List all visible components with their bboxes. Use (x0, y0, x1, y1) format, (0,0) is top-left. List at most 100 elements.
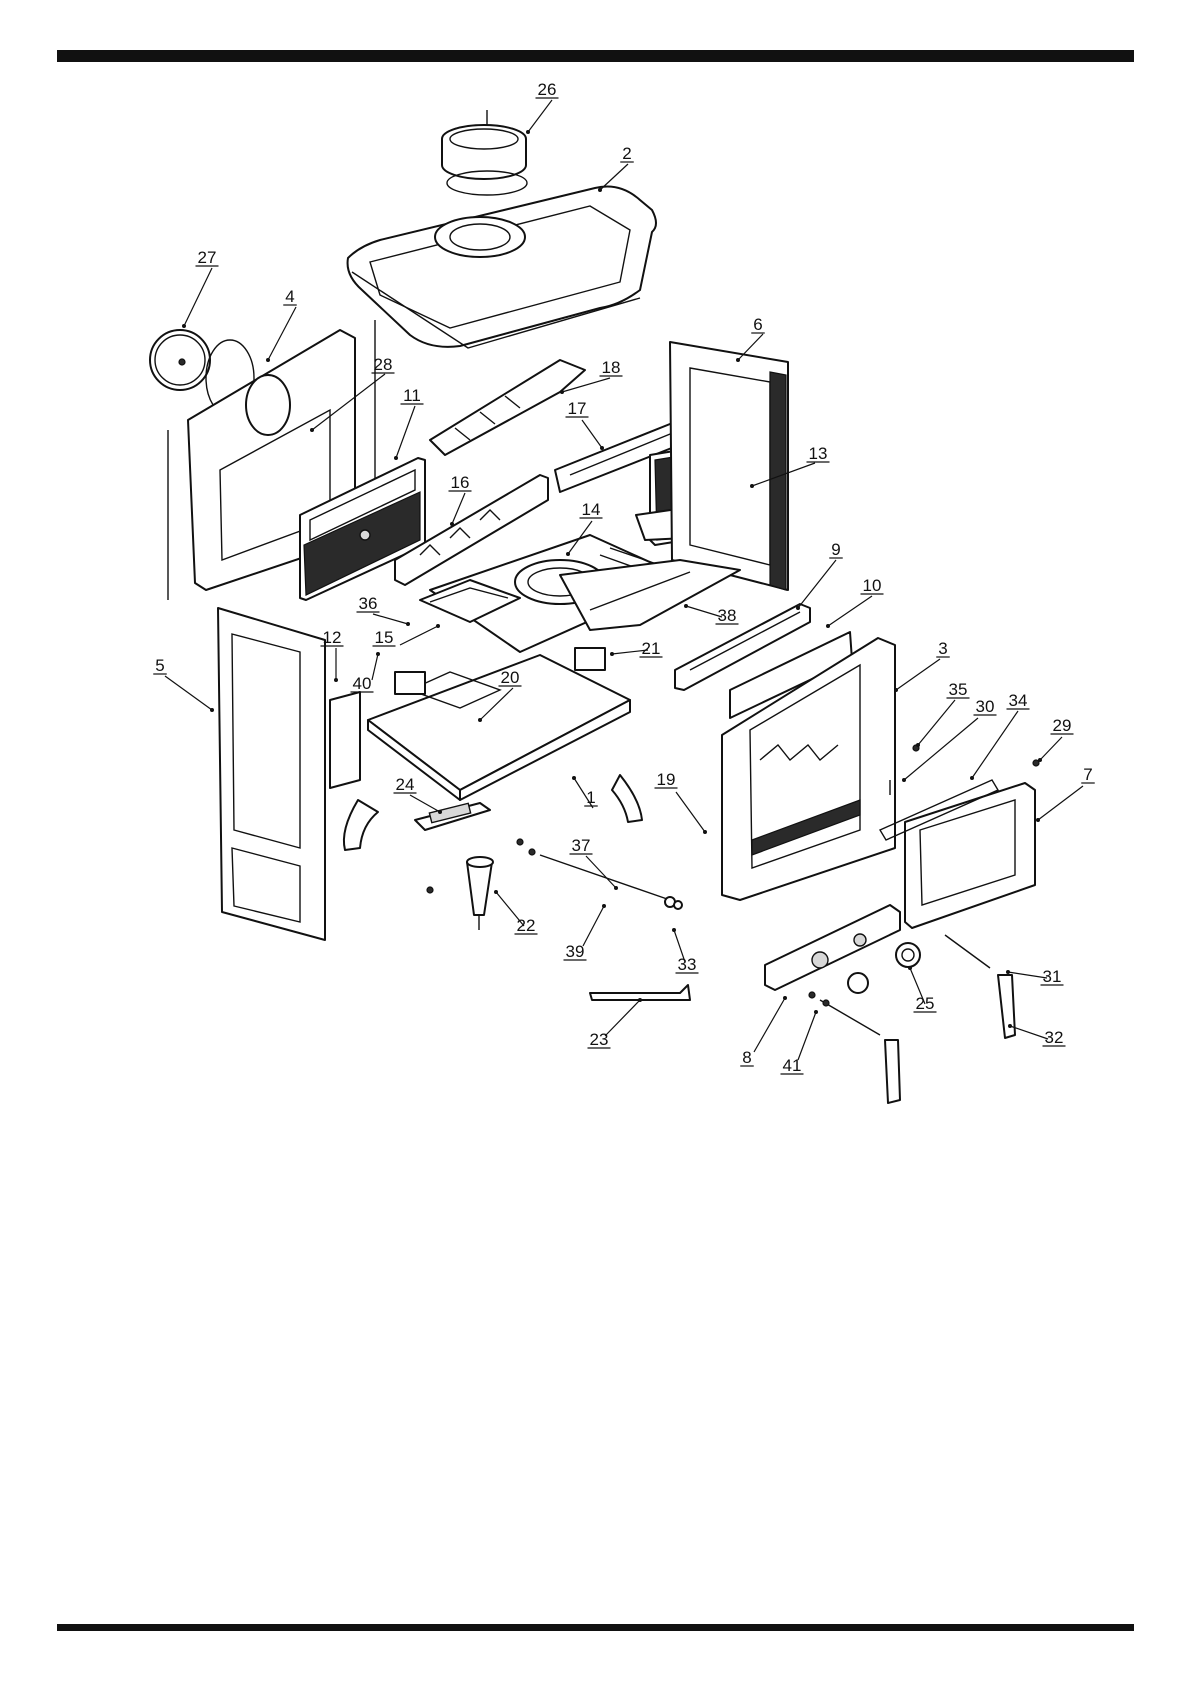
callout-number: 40 (353, 674, 372, 693)
callout-arrowhead (182, 324, 186, 328)
callout-7: 7 (1036, 765, 1095, 822)
callout-arrowhead (478, 718, 482, 722)
callout-number: 18 (602, 358, 621, 377)
callout-leader-line (373, 614, 408, 624)
callout-number: 36 (359, 594, 378, 613)
callout-22: 22 (494, 890, 538, 935)
grate-tool-part (590, 985, 690, 1000)
right-side-panel-part (670, 342, 788, 590)
callout-number: 7 (1083, 765, 1092, 784)
callout-number: 6 (753, 315, 762, 334)
callout-36: 36 (357, 594, 411, 626)
baffle-part (430, 360, 585, 455)
callout-leader-line (798, 560, 836, 608)
callout-number: 17 (568, 399, 587, 418)
callout-17: 17 (566, 399, 605, 450)
callout-arrowhead (750, 484, 754, 488)
callout-number: 29 (1053, 716, 1072, 735)
callout-leader-line (372, 654, 378, 680)
callout-arrowhead (638, 998, 642, 1002)
callout-number: 21 (642, 639, 661, 658)
callout-number: 9 (831, 540, 840, 559)
callout-37: 37 (570, 836, 619, 890)
callout-leader-line (972, 711, 1018, 778)
callout-arrowhead (602, 904, 606, 908)
callout-23: 23 (588, 998, 643, 1049)
callout-leader-line (1040, 737, 1062, 760)
callout-arrowhead (310, 428, 314, 432)
callout-leader-line (400, 626, 438, 645)
callout-leader-line (396, 406, 415, 458)
callout-number: 22 (517, 916, 536, 935)
callout-number: 12 (323, 628, 342, 647)
left-side-panel-part (218, 608, 360, 940)
callout-30: 30 (902, 697, 997, 782)
callout-number: 2 (622, 144, 631, 163)
callout-41: 41 (781, 1010, 819, 1075)
callout-number: 4 (285, 287, 294, 306)
callout-number: 28 (374, 355, 393, 374)
callout-arrowhead (614, 886, 618, 890)
callout-number: 25 (916, 994, 935, 1013)
callout-arrowhead (1036, 818, 1040, 822)
callout-arrowhead (560, 390, 564, 394)
callout-number: 35 (949, 680, 968, 699)
callout-arrowhead (376, 652, 380, 656)
callout-number: 11 (403, 386, 421, 405)
callout-number: 23 (590, 1030, 609, 1049)
callout-leader-line (583, 906, 604, 946)
callout-arrowhead (814, 1010, 818, 1014)
callout-number: 14 (582, 500, 601, 519)
callout-arrowhead (572, 776, 576, 780)
callout-arrowhead (916, 743, 920, 747)
callout-2: 2 (598, 144, 634, 192)
callout-number: 13 (809, 444, 828, 463)
callout-leader-line (1038, 786, 1083, 820)
callout-leader-line (896, 659, 940, 690)
callout-1: 1 (572, 776, 598, 808)
callout-leader-line (1008, 972, 1047, 978)
blanking-plate-part (150, 330, 210, 390)
callout-arrowhead (436, 624, 440, 628)
callout-5: 5 (153, 656, 214, 712)
callout-number: 27 (198, 248, 217, 267)
top-plate-part (348, 187, 656, 349)
callout-19: 19 (655, 770, 708, 834)
callout-arrowhead (736, 358, 740, 362)
callout-leader-line (676, 792, 705, 832)
callout-arrowhead (684, 604, 688, 608)
callout-leader-line (268, 307, 296, 360)
callout-number: 31 (1043, 967, 1062, 986)
callout-arrowhead (902, 778, 906, 782)
callout-leader-line (184, 268, 212, 326)
callout-number: 37 (572, 836, 591, 855)
callout-4: 4 (266, 287, 297, 362)
callout-25: 25 (908, 966, 937, 1013)
callout-39: 39 (564, 904, 607, 961)
callout-arrowhead (826, 624, 830, 628)
callout-arrowhead (406, 622, 410, 626)
callout-arrowhead (394, 456, 398, 460)
callout-leader-line (165, 676, 212, 710)
callout-21: 21 (610, 639, 663, 658)
callout-leader-line (528, 100, 552, 132)
flue-collar-part (442, 110, 527, 195)
callout-number: 10 (863, 576, 882, 595)
ash-lip-part (415, 803, 490, 830)
callout-arrowhead (703, 830, 707, 834)
callout-arrowhead (566, 552, 570, 556)
callout-number: 39 (566, 942, 585, 961)
callout-32: 32 (1008, 1024, 1066, 1047)
leg-part (467, 857, 493, 930)
callout-15: 15 (373, 624, 441, 647)
handle-right-part (945, 935, 1015, 1038)
callout-9: 9 (796, 540, 843, 610)
callout-number: 38 (718, 606, 737, 625)
foot-bracket-left-part (344, 800, 378, 850)
lower-bar-part (765, 905, 900, 990)
callout-arrowhead (796, 606, 800, 610)
callout-number: 16 (451, 473, 470, 492)
callout-35: 35 (916, 680, 970, 747)
